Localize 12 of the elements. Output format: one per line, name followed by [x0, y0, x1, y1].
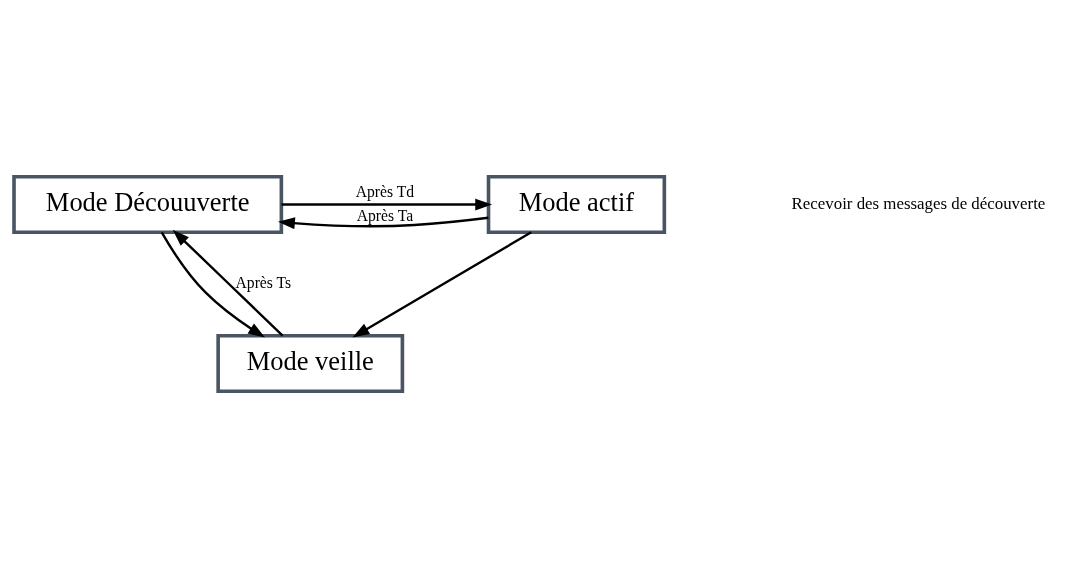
node-box: Mode actif [486, 175, 667, 235]
arrow [352, 231, 532, 338]
edge-label: Après Td [355, 182, 415, 200]
node-box: Mode veille [216, 333, 405, 393]
arrow [160, 231, 265, 338]
node-box: Mode Découuverte [12, 175, 284, 235]
label: Recevoir des messages de découverte [791, 193, 1046, 213]
arrow [172, 229, 284, 337]
edge-label: Après Ta [356, 206, 414, 224]
edge-label: Après Ts [235, 274, 292, 292]
arrow [278, 216, 489, 230]
arrow [281, 198, 493, 211]
